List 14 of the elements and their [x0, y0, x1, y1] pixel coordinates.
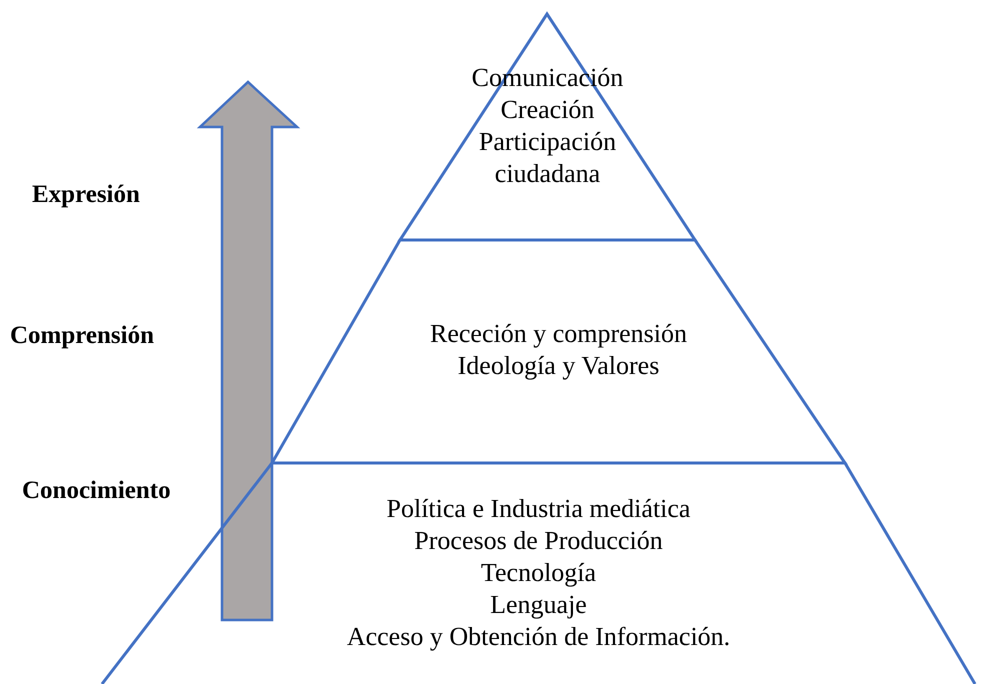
- level-text: Acceso y Obtención de Información.: [346, 621, 730, 653]
- level-text: Tecnología: [480, 557, 596, 589]
- level-text: Política e Industria mediática: [386, 493, 690, 525]
- level-text: Ideología y Valores: [458, 350, 660, 382]
- axis-label: Expresión: [32, 181, 140, 209]
- level-text: Participación ciudadana: [478, 126, 618, 190]
- pyramid-middle-level: [272, 240, 845, 463]
- pyramid-top-level: [400, 14, 695, 240]
- axis-label: Comprensión: [10, 322, 154, 350]
- level-text: Creación: [500, 94, 594, 126]
- axis-label: Conocimiento: [22, 477, 171, 505]
- level-text: Lenguaje: [490, 589, 587, 621]
- level-text: Receción y comprensión: [430, 318, 688, 350]
- level-text: Procesos de Producción: [414, 525, 663, 557]
